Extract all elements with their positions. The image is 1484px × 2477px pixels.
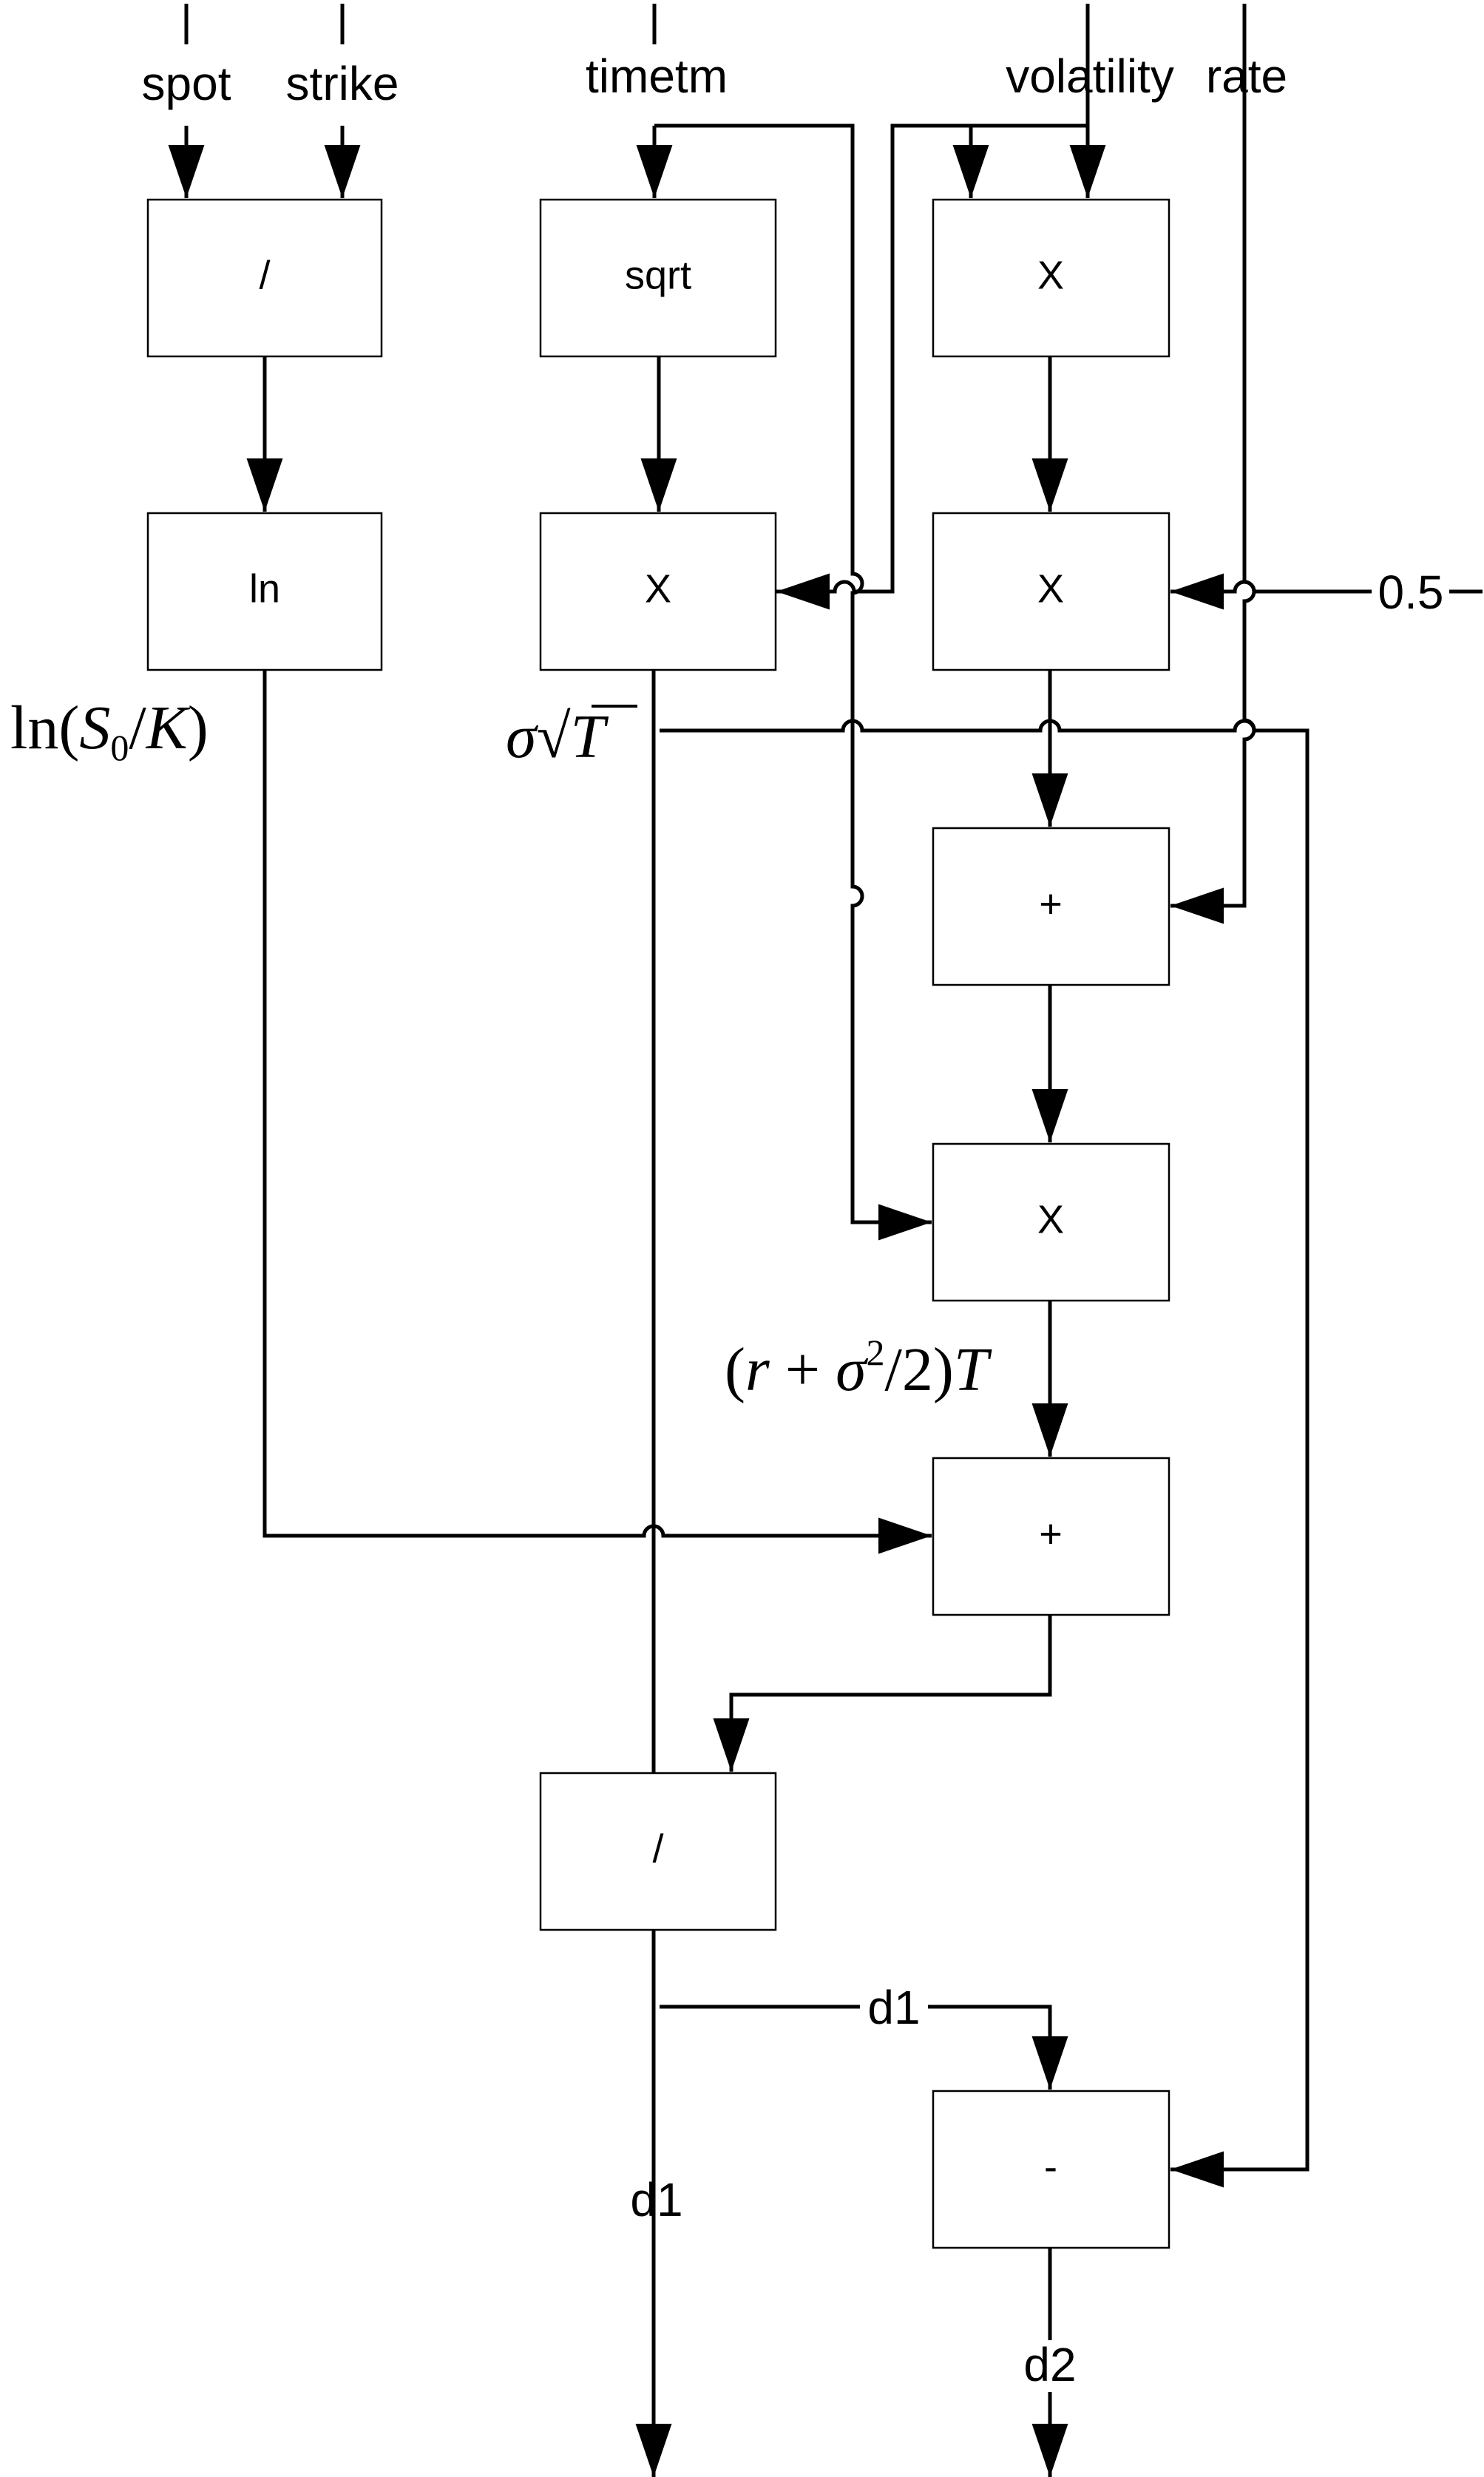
wire-vol-into-mul-a [776, 123, 1088, 610]
annotation-drift: (r + σ2/2)T [725, 1332, 992, 1404]
block-label: - [1044, 2144, 1057, 2189]
input-rate: rate [1206, 50, 1287, 103]
block-label: X [645, 566, 671, 611]
input-volatility: volatility [1006, 50, 1174, 103]
wire-timetm-branch [654, 123, 932, 1241]
blocks: / sqrt X ln X X + X [146, 198, 1170, 2249]
io-labels: spot strike timetm volatility rate 0.5 d… [142, 50, 1444, 2391]
block-divide-final: / [539, 1772, 777, 1931]
block-mul-time: X [932, 1142, 1170, 1302]
label-d2: d2 [1023, 2338, 1076, 2391]
sigma-sqrt-t-text: σ√T [506, 702, 609, 771]
wire-rate-add [1170, 44, 1256, 924]
block-sqrt: sqrt [539, 198, 777, 358]
block-mul-sqrt-vol: X [539, 512, 777, 671]
block-label: + [1039, 881, 1063, 926]
block-add-ln: + [932, 1457, 1170, 1616]
annotation-ln-ratio: ln(S0/K) [10, 694, 209, 768]
block-label: ln [249, 566, 280, 611]
ln-ratio-text: ln(S0/K) [10, 694, 209, 768]
block-mul-half: X [932, 512, 1170, 671]
wire-add-div [713, 1615, 1052, 1772]
block-add-rate: + [932, 827, 1170, 986]
wires [186, 4, 1483, 2477]
wire-sigma-sqrt-t-right [660, 719, 1309, 2188]
input-timetm: timetm [586, 50, 728, 103]
drift-text: (r + σ2/2)T [725, 1332, 992, 1404]
input-half: 0.5 [1378, 566, 1444, 619]
wire-div-d1-branch [660, 2005, 1050, 2090]
wire-ln-add [262, 670, 932, 1554]
block-label: / [259, 253, 270, 297]
label-d1-branch: d1 [867, 1981, 920, 2034]
wire-vol-into-mul-a-top [892, 123, 989, 198]
block-divide-spot-strike: / [146, 198, 383, 358]
input-strike: strike [286, 57, 399, 110]
input-spot: spot [142, 57, 231, 110]
block-label: X [1037, 566, 1064, 611]
block-label: X [1037, 253, 1064, 297]
block-label: X [1037, 1197, 1064, 1241]
block-ln: ln [146, 512, 383, 671]
block-label: sqrt [625, 253, 691, 297]
annotation-sigma-sqrt-t: σ√T [506, 702, 637, 771]
block-subtract: - [932, 2090, 1170, 2249]
block-mul-vol-vol: X [932, 198, 1170, 358]
block-label: / [652, 1826, 663, 1871]
wire-half-mul [1170, 573, 1372, 610]
block-label: + [1039, 1511, 1063, 1556]
label-d1: d1 [630, 2173, 682, 2226]
